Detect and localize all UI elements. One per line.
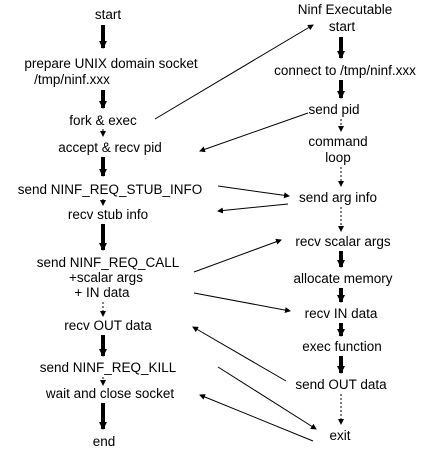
wait-close-label: wait and close socket — [45, 386, 175, 401]
send-out-data-label: send OUT data — [295, 377, 387, 392]
command-label: command — [308, 134, 367, 149]
send-out-data-to-recv-out-data-arrow — [192, 326, 287, 382]
recv-scalar-args-label: recv scalar args — [295, 234, 391, 249]
exit-label: exit — [329, 428, 350, 443]
recv-in-data-label: recv IN data — [305, 306, 378, 321]
allocate-memory-label: allocate memory — [293, 271, 392, 286]
cross-messages — [154, 24, 317, 442]
left-end-label: end — [93, 434, 116, 449]
prepare-socket-label: prepare UNIX domain socket — [24, 56, 198, 71]
left-start-label: start — [95, 7, 122, 22]
in-data-label: + IN data — [74, 285, 130, 300]
kill-req-to-exit-arrow — [217, 366, 317, 430]
fork-exec-to-executable-start-arrow — [154, 24, 314, 120]
send-kill-req-label: send NINF_REQ_KILL — [40, 360, 177, 375]
send-pid-label: send pid — [308, 102, 359, 117]
stub-info-req-to-send-arg-info-arrow — [217, 185, 290, 199]
call-req-to-recv-scalar-args-arrow — [193, 238, 282, 273]
fork-exec-label: fork & exec — [69, 113, 137, 128]
accept-recv-pid-label: accept & recv pid — [58, 140, 162, 155]
send-arg-info-label: send arg info — [299, 190, 377, 205]
connect-label: connect to /tmp/ninf.xxx — [274, 63, 416, 78]
send-call-req-label: send NINF_REQ_CALL — [37, 255, 180, 270]
recv-out-data-label: recv OUT data — [64, 318, 152, 333]
loop-label: loop — [325, 150, 351, 165]
right-start-label: start — [329, 19, 356, 34]
exec-function-label: exec function — [302, 339, 382, 354]
exit-to-wait-close-arrow — [199, 394, 314, 442]
scalar-args-label: +scalar args — [69, 270, 143, 285]
socket-path-label: /tmp/ninf.xxx — [34, 72, 110, 87]
send-arg-info-to-recv-stub-info-arrow — [217, 203, 289, 214]
send-stub-info-req-label: send NINF_REQ_STUB_INFO — [18, 182, 203, 197]
recv-stub-info-label: recv stub info — [68, 207, 148, 222]
send-pid-to-accept-arrow — [199, 112, 309, 153]
in-data-to-recv-in-data-arrow — [193, 292, 291, 314]
ninf-executable-title: Ninf Executable — [298, 2, 393, 17]
